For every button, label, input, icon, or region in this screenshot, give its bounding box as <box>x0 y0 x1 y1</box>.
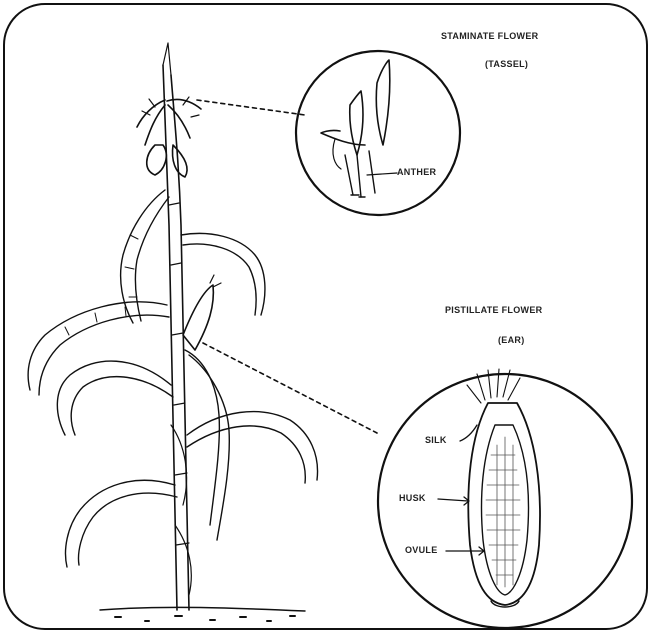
corn-plant-diagram <box>5 5 648 630</box>
pistillate-flower-subtitle: (EAR) <box>498 335 525 345</box>
staminate-flower-inset <box>296 51 460 215</box>
husk-label: HUSK <box>399 493 426 503</box>
ground <box>100 607 305 621</box>
silk-label: SILK <box>425 435 447 445</box>
tassel <box>137 97 201 177</box>
corn-ear <box>183 275 221 350</box>
tassel-connector <box>197 100 305 115</box>
anther-label: ANTHER <box>397 167 436 177</box>
staminate-flower-subtitle: (TASSEL) <box>485 59 528 69</box>
ovule-texture <box>486 437 520 587</box>
pistillate-flower-title: PISTILLATE FLOWER <box>445 305 542 315</box>
diagram-frame: STAMINATE FLOWER (TASSEL) ANTHER PISTILL… <box>3 3 648 630</box>
connector-lines <box>197 100 377 433</box>
staminate-flower-title: STAMINATE FLOWER <box>441 31 538 41</box>
ovule-label: OVULE <box>405 545 438 555</box>
